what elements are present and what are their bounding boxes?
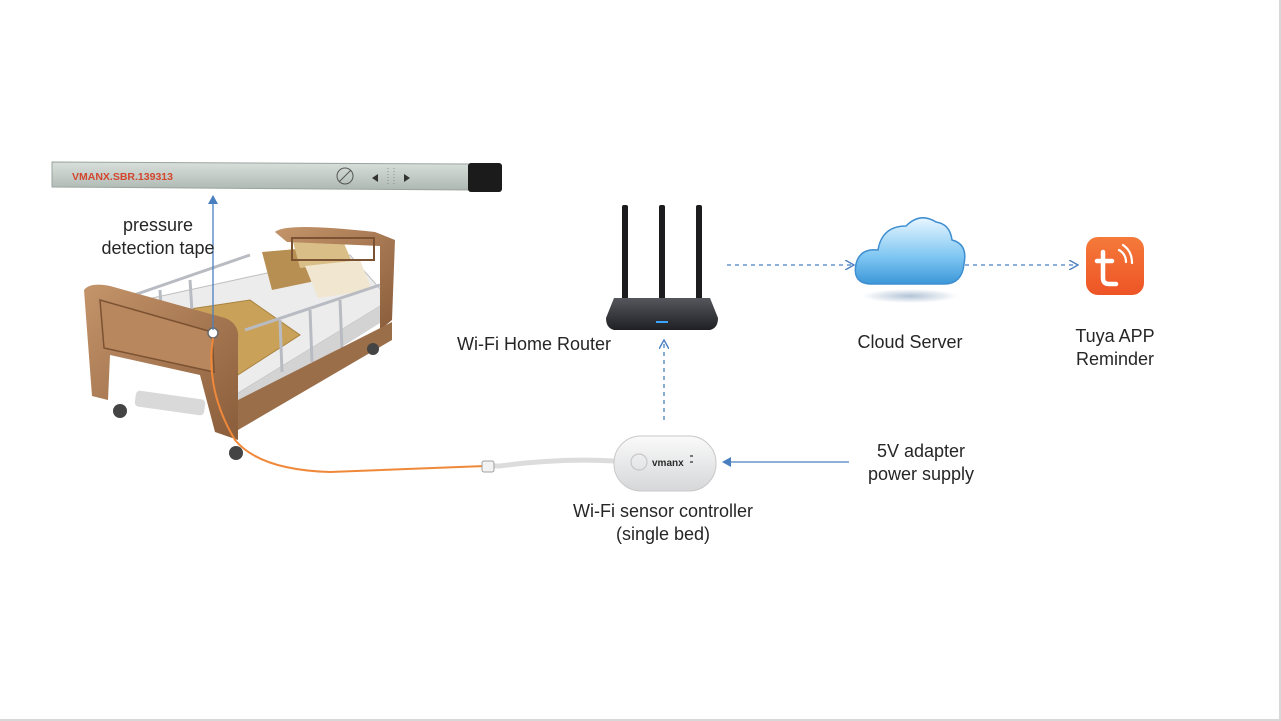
controller-label-line1: Wi-Fi sensor controller <box>572 501 754 521</box>
pressure-tape-image: VMANX.SBR.139313 <box>51 161 502 192</box>
power-label-line1: 5V adapter <box>876 441 966 461</box>
tape-label-line2: detection tape <box>101 238 215 258</box>
router-label: Wi-Fi Home Router <box>456 334 612 354</box>
tape-label-line1: pressure <box>122 215 194 235</box>
cloud-icon <box>854 217 966 303</box>
power-label-line2: power supply <box>867 464 975 484</box>
power-label: 5V adapter power supply <box>856 440 986 486</box>
tape-connector <box>468 163 502 192</box>
tuya-app-icon <box>1086 237 1144 295</box>
router-image <box>606 205 718 330</box>
app-label-line1: Tuya APP <box>1075 326 1155 346</box>
frame-edge-right <box>1279 0 1281 721</box>
app-label: Tuya APP Reminder <box>1050 325 1180 371</box>
controller-brand-text: vmanx <box>652 458 684 469</box>
tape-print-text: VMANX.SBR.139313 <box>72 171 173 183</box>
hospital-bed-image <box>84 227 395 460</box>
frame-edge-bottom <box>0 719 1281 721</box>
tape-label: pressure detection tape <box>88 214 228 260</box>
sensor-cable <box>210 337 486 474</box>
controller-label-line2: (single bed) <box>615 524 711 544</box>
cloud-label: Cloud Server <box>857 332 963 352</box>
controller-label: Wi-Fi sensor controller (single bed) <box>553 500 773 546</box>
app-label-line2: Reminder <box>1075 349 1155 369</box>
sensor-controller-image: vmanx <box>481 435 717 492</box>
